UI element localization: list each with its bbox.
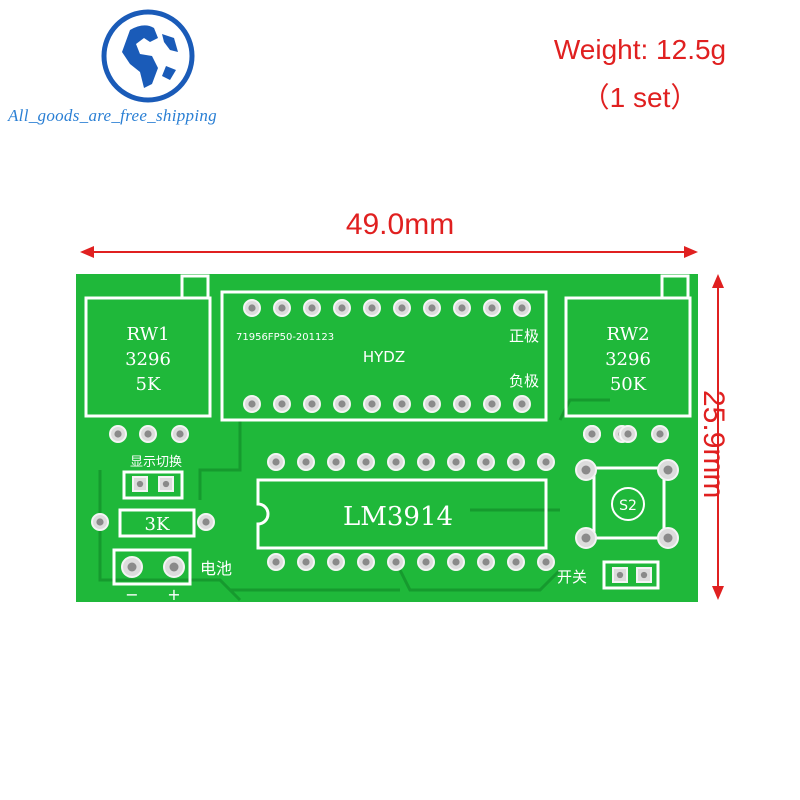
set-quantity-text: （1 set） (581, 82, 699, 113)
chip-outline (256, 478, 548, 550)
pad-hole (452, 458, 460, 466)
pad-hole (272, 558, 280, 566)
width-arrow (80, 246, 698, 258)
pad-hole (362, 558, 370, 566)
height-arrow (712, 274, 724, 600)
pad-hole (332, 558, 340, 566)
width-dimension-label: 49.0mm (345, 208, 455, 241)
rw1-value: 5K (136, 374, 161, 395)
button-label: S2 (619, 498, 637, 514)
pad-hole (482, 458, 490, 466)
pad-hole (338, 304, 346, 312)
rw1-code: 3296 (125, 349, 171, 370)
rw2-value: 50K (610, 374, 647, 395)
negative-label: 负极 (509, 372, 539, 390)
pad-hole (588, 430, 596, 438)
pad-hole (581, 533, 591, 543)
pad-hole (458, 304, 466, 312)
pad-hole (162, 480, 170, 488)
pad-hole (202, 518, 210, 526)
pad-hole (176, 430, 184, 438)
rw2-outline (564, 274, 692, 418)
pad-hole (422, 458, 430, 466)
pad-hole (114, 430, 122, 438)
pad-hole (663, 533, 673, 543)
pad-hole (272, 458, 280, 466)
battery-plus: + (167, 585, 180, 604)
serial-number: 71956FP50-201123 (236, 332, 334, 343)
rw2-code: 3296 (605, 349, 651, 370)
pad-hole (392, 558, 400, 566)
rw1-outline (84, 274, 212, 418)
pad-hole (488, 304, 496, 312)
pad-hole (616, 571, 624, 579)
pad-hole (422, 558, 430, 566)
pad-hole (169, 562, 179, 572)
resistor-label: 3K (145, 514, 170, 535)
pad-hole (248, 304, 256, 312)
top-socket-outline (220, 290, 548, 422)
battery-minus: − (125, 585, 138, 604)
pad-hole (136, 480, 144, 488)
pad-hole (278, 304, 286, 312)
pad-hole (398, 304, 406, 312)
pad-hole (542, 558, 550, 566)
switch-label: 开关 (557, 568, 587, 586)
pad-hole (308, 304, 316, 312)
pad-hole (512, 458, 520, 466)
pad-hole (452, 558, 460, 566)
positive-label: 正极 (509, 327, 539, 345)
pad-hole (392, 458, 400, 466)
display-switch-label: 显示切换 (130, 455, 182, 470)
pad-hole (458, 400, 466, 408)
brand-label: HYDZ (363, 348, 405, 366)
pad-hole (581, 465, 591, 475)
button-outline (592, 466, 666, 540)
pad-hole (127, 562, 137, 572)
pad-hole (542, 458, 550, 466)
pad-hole (362, 458, 370, 466)
pad-hole (302, 458, 310, 466)
battery-outline (112, 548, 192, 586)
pad-hole (428, 304, 436, 312)
chip-label: LM3914 (343, 502, 453, 532)
pad-hole (248, 400, 256, 408)
pad-hole (338, 400, 346, 408)
pad-hole (512, 558, 520, 566)
pad-hole (518, 304, 526, 312)
rw2-name: RW2 (606, 324, 649, 345)
logo-caption: All_goods_are_free_shipping (8, 106, 217, 125)
solder-pads (91, 299, 679, 583)
pad-hole (640, 571, 648, 579)
pad-hole (144, 430, 152, 438)
pad-hole (663, 465, 673, 475)
pad-hole (398, 400, 406, 408)
pad-hole (488, 400, 496, 408)
pad-hole (332, 458, 340, 466)
globe-icon (100, 8, 196, 104)
pad-hole (428, 400, 436, 408)
pad-hole (308, 400, 316, 408)
pad-hole (368, 304, 376, 312)
battery-label: 电池 (200, 559, 232, 578)
pad-hole (518, 400, 526, 408)
pad-hole (278, 400, 286, 408)
resistor-outline (118, 508, 196, 538)
pad-hole (482, 558, 490, 566)
pad-hole (96, 518, 104, 526)
pad-hole (302, 558, 310, 566)
weight-text: Weight: 12.5g (553, 34, 727, 65)
display-switch-outline (122, 470, 184, 500)
pad-hole (624, 430, 632, 438)
pad-hole (656, 430, 664, 438)
switch-outline (602, 560, 660, 590)
rw1-name: RW1 (126, 324, 169, 345)
pad-hole (368, 400, 376, 408)
